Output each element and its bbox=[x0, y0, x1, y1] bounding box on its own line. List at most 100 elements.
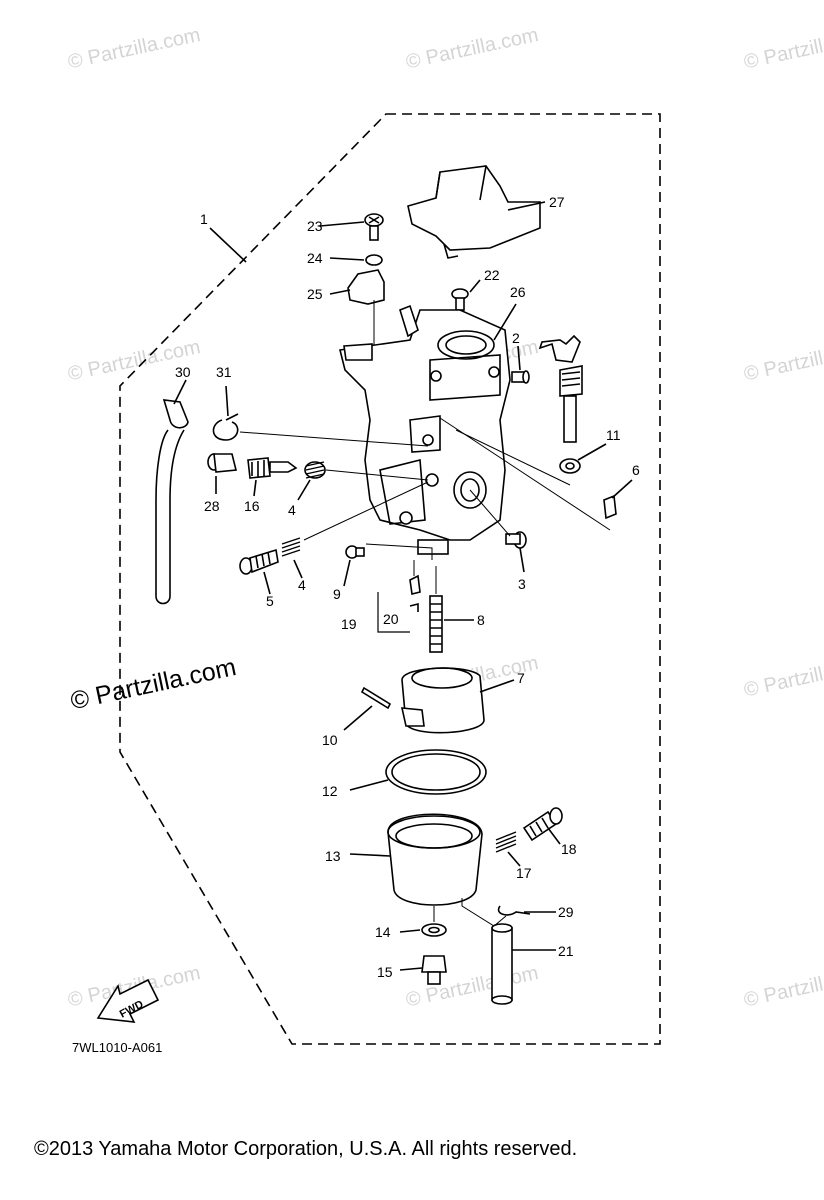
leader-line bbox=[399, 929, 421, 933]
diagram-code: 7WL1010-A061 bbox=[72, 1040, 163, 1055]
seal-ring-part bbox=[559, 458, 581, 474]
leader-line bbox=[519, 547, 525, 573]
callout-15: 15 bbox=[377, 964, 393, 980]
callout-3: 3 bbox=[518, 576, 526, 592]
callout-8: 8 bbox=[477, 612, 485, 628]
leader-line bbox=[343, 559, 351, 587]
assembly-line bbox=[239, 431, 429, 447]
leader-line bbox=[469, 279, 481, 293]
leader-line bbox=[319, 221, 365, 227]
callout-25: 25 bbox=[307, 286, 323, 302]
callout-26: 26 bbox=[510, 284, 526, 300]
gasket-part bbox=[385, 749, 487, 795]
leader-line bbox=[611, 479, 633, 499]
fuel-hose-part bbox=[155, 429, 185, 605]
callout-1: 1 bbox=[200, 211, 208, 227]
carburetor-body-part bbox=[339, 304, 511, 555]
leader-line bbox=[493, 303, 517, 341]
callout-22: 22 bbox=[484, 267, 500, 283]
leader-line bbox=[507, 201, 546, 211]
choke-cover-part bbox=[407, 165, 541, 259]
screw-part bbox=[239, 548, 279, 575]
callout-24: 24 bbox=[307, 250, 323, 266]
callout-17: 17 bbox=[516, 865, 532, 881]
callout-19: 19 bbox=[341, 616, 357, 632]
leader-line bbox=[173, 379, 187, 405]
callout-6: 6 bbox=[632, 462, 640, 478]
float-pin-part bbox=[360, 686, 392, 710]
float-part bbox=[400, 667, 485, 734]
assembly-line bbox=[303, 481, 429, 541]
leader-line bbox=[399, 967, 423, 971]
callout-4: 4 bbox=[288, 502, 296, 518]
screw-part bbox=[505, 531, 527, 549]
leader-line bbox=[253, 479, 257, 497]
callout-4b: 4 bbox=[298, 577, 306, 593]
leader-line bbox=[343, 705, 373, 731]
plug-part bbox=[345, 545, 365, 559]
assembly-line bbox=[325, 469, 429, 481]
screw-part bbox=[364, 213, 384, 241]
assembly-boundary bbox=[119, 113, 661, 1045]
callout-9: 9 bbox=[333, 586, 341, 602]
drain-screw-part bbox=[522, 807, 563, 842]
cap-part bbox=[207, 453, 238, 473]
needle-part bbox=[247, 457, 298, 479]
leader-line bbox=[547, 827, 561, 845]
spring-part bbox=[305, 461, 325, 479]
callout-27: 27 bbox=[549, 194, 565, 210]
leader-line bbox=[349, 853, 391, 857]
leader-line bbox=[329, 257, 365, 261]
jet-part bbox=[603, 494, 617, 520]
assembly-line bbox=[461, 898, 507, 927]
bracket-line bbox=[377, 592, 410, 633]
float-chamber-part bbox=[387, 813, 483, 906]
callout-11: 11 bbox=[606, 427, 621, 443]
hose-clip-part bbox=[212, 413, 239, 441]
assembly-line bbox=[455, 429, 571, 486]
drain-hose-part bbox=[491, 923, 513, 1005]
leader-line bbox=[507, 851, 521, 867]
callout-28: 28 bbox=[204, 498, 220, 514]
leader-line bbox=[479, 679, 515, 693]
spring-part bbox=[281, 537, 301, 557]
callout-13: 13 bbox=[325, 848, 341, 864]
leader-line bbox=[209, 227, 247, 263]
washer-part bbox=[365, 254, 383, 266]
fwd-arrow-icon: FWD bbox=[96, 978, 160, 1023]
leader-line bbox=[577, 443, 607, 461]
callout-30: 30 bbox=[175, 364, 191, 380]
assembly-line bbox=[469, 489, 511, 537]
drain-bolt-part bbox=[421, 955, 447, 985]
leader-line bbox=[293, 559, 303, 579]
callout-5: 5 bbox=[266, 593, 274, 609]
leader-line bbox=[349, 779, 389, 791]
screw-part bbox=[511, 370, 530, 384]
fuel-hose-part bbox=[162, 399, 189, 429]
callout-2: 2 bbox=[512, 330, 520, 346]
callout-21: 21 bbox=[558, 943, 574, 959]
spring-part bbox=[495, 831, 517, 853]
main-nozzle-part bbox=[429, 566, 443, 653]
callout-20: 20 bbox=[383, 611, 399, 627]
assembly-line bbox=[439, 417, 611, 531]
callout-29: 29 bbox=[558, 904, 574, 920]
leader-line bbox=[263, 571, 271, 595]
choke-shaft-part bbox=[538, 334, 583, 443]
callout-12: 12 bbox=[322, 783, 338, 799]
callout-10: 10 bbox=[322, 732, 338, 748]
screw-part bbox=[451, 288, 469, 311]
washer-part bbox=[421, 923, 447, 937]
leader-line bbox=[225, 385, 229, 417]
leader-line bbox=[517, 345, 521, 371]
callout-14: 14 bbox=[375, 924, 391, 940]
hose-clip-part bbox=[497, 905, 531, 916]
callout-18: 18 bbox=[561, 841, 577, 857]
float-needle-part bbox=[409, 574, 421, 612]
leader-line bbox=[329, 289, 351, 295]
callout-16: 16 bbox=[244, 498, 260, 514]
copyright-notice: ©2013 Yamaha Motor Corporation, U.S.A. A… bbox=[34, 1138, 578, 1160]
callout-7: 7 bbox=[517, 670, 525, 686]
callout-31: 31 bbox=[216, 364, 232, 380]
